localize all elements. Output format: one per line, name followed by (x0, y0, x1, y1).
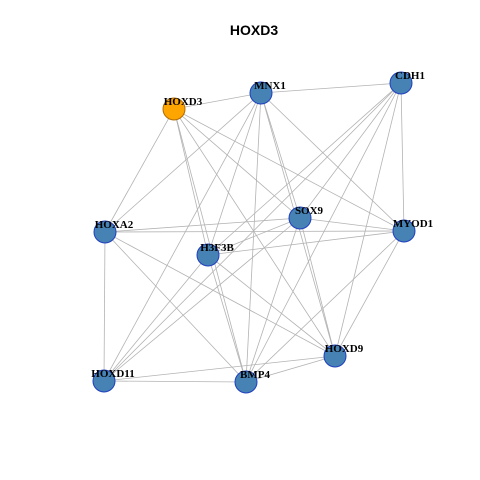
edge-hoxd3-sox9 (173, 108, 301, 219)
node-circle-mnx1 (249, 81, 273, 105)
node-hoxa2: HOXA2 (93, 219, 134, 244)
edge-mnx1-cdh1 (260, 82, 402, 94)
node-circle-h3f3b (196, 243, 220, 267)
node-label-hoxd9: HOXD9 (325, 343, 364, 355)
node-hoxd9: HOXD9 (323, 343, 364, 368)
edge-hoxd11-bmp4 (103, 380, 247, 383)
edge-hoxd9-hoxd11 (103, 355, 336, 382)
node-label-hoxa2: HOXA2 (95, 219, 134, 231)
node-label-h3f3b: H3F3B (200, 242, 234, 254)
edge-myod1-h3f3b (207, 230, 405, 256)
node-bmp4: BMP4 (234, 369, 270, 394)
node-label-mnx1: MNX1 (254, 80, 286, 92)
edge-hoxd3-hoxd9 (173, 108, 336, 357)
edge-hoxa2-bmp4 (104, 231, 247, 383)
node-circle-hoxd9 (323, 344, 347, 368)
node-label-hoxd11: HOXD11 (91, 368, 134, 380)
edge-sox9-h3f3b (207, 217, 301, 256)
edge-myod1-hoxd9 (334, 230, 405, 357)
edge-mnx1-h3f3b (207, 92, 262, 256)
node-circle-hoxd3 (162, 97, 186, 121)
node-label-cdh1: CDH1 (395, 70, 425, 82)
edge-sox9-myod1 (299, 217, 405, 232)
edge-mnx1-sox9 (260, 92, 301, 219)
edge-hoxd9-bmp4 (245, 355, 336, 383)
edge-sox9-hoxd11 (103, 217, 301, 382)
edges-layer (103, 82, 405, 383)
graph-title: HOXD3 (230, 22, 278, 38)
edge-h3f3b-hoxd11 (103, 254, 209, 382)
edge-cdh1-hoxd11 (103, 82, 402, 382)
edge-sox9-hoxd9 (299, 217, 336, 357)
node-label-sox9: SOX9 (295, 205, 324, 217)
node-mnx1: MNX1 (249, 80, 286, 105)
node-cdh1: CDH1 (389, 70, 425, 95)
edge-hoxd3-myod1 (173, 108, 405, 232)
edge-cdh1-sox9 (299, 82, 402, 219)
edge-hoxd3-mnx1 (173, 92, 262, 110)
edge-mnx1-bmp4 (245, 92, 262, 383)
node-circle-hoxa2 (93, 220, 117, 244)
edge-cdh1-bmp4 (245, 82, 402, 383)
edge-myod1-bmp4 (245, 230, 405, 383)
node-circle-sox9 (288, 206, 312, 230)
edge-h3f3b-hoxd9 (207, 254, 336, 357)
edge-hoxd3-h3f3b (173, 108, 209, 256)
node-sox9: SOX9 (288, 205, 324, 230)
edge-h3f3b-bmp4 (207, 254, 247, 383)
edge-hoxd3-hoxa2 (104, 108, 175, 233)
node-h3f3b: H3F3B (196, 242, 234, 267)
node-hoxd3: HOXD3 (162, 96, 203, 121)
edge-cdh1-h3f3b (207, 82, 402, 256)
edge-cdh1-hoxd9 (334, 82, 402, 357)
node-label-hoxd3: HOXD3 (164, 96, 203, 108)
edge-sox9-bmp4 (245, 217, 301, 383)
edge-hoxa2-myod1 (104, 230, 405, 233)
node-circle-hoxd11 (92, 369, 116, 393)
edge-mnx1-hoxd11 (103, 92, 262, 382)
edge-cdh1-myod1 (400, 82, 405, 232)
node-myod1: MYOD1 (392, 218, 433, 243)
edge-hoxa2-sox9 (104, 217, 301, 233)
node-label-bmp4: BMP4 (240, 369, 270, 381)
edge-mnx1-hoxa2 (104, 92, 262, 233)
node-hoxd11: HOXD11 (91, 368, 135, 393)
node-circle-cdh1 (389, 71, 413, 95)
node-circle-myod1 (392, 219, 416, 243)
edge-hoxa2-hoxd11 (103, 231, 106, 382)
edge-mnx1-myod1 (260, 92, 405, 232)
node-label-myod1: MYOD1 (393, 218, 433, 230)
node-circle-bmp4 (234, 370, 258, 394)
